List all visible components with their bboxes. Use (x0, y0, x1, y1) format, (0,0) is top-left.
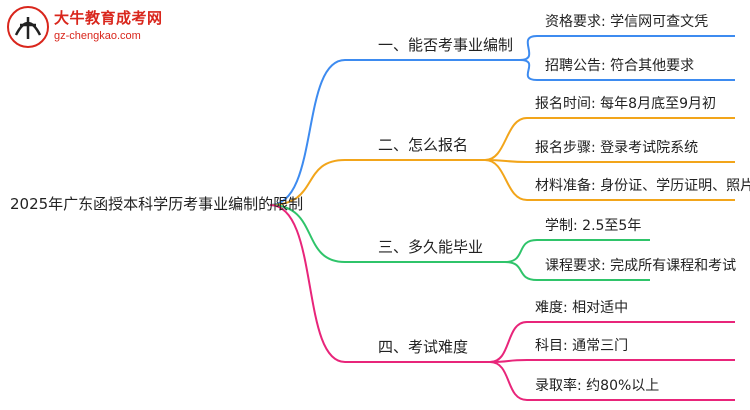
branch-topic: 三、多久能毕业 (378, 238, 483, 256)
branch-topic: 一、能否考事业编制 (378, 36, 513, 54)
branch-connector (269, 204, 346, 263)
leaf-topic: 材料准备: 身份证、学历证明、照片 (535, 177, 750, 194)
root-topic: 2025年广东函授本科学历考事业编制的限制 (10, 195, 303, 213)
leaf-connector (489, 321, 528, 363)
leaf-topic: 报名步骤: 登录考试院系统 (535, 140, 698, 156)
leaf-connector (484, 159, 528, 201)
branch-connector (269, 59, 346, 206)
mind-map-edges (269, 35, 735, 401)
leaf-connector (504, 239, 538, 263)
logo-url: gz-chengkao.com (54, 30, 141, 42)
leaf-topic: 课程要求: 完成所有课程和考试 (545, 258, 736, 274)
leaf-topic: 资格要求: 学信网可查文凭 (545, 14, 708, 30)
site-logo[interactable]: 大牛教育成考网 gz-chengkao.com (6, 5, 162, 49)
branch-topic: 二、怎么报名 (378, 136, 468, 154)
leaf-connector (489, 361, 528, 401)
branch-topic: 四、考试难度 (378, 338, 468, 356)
leaf-connector (484, 117, 528, 161)
leaf-topic: 录取率: 约80%以上 (535, 377, 659, 394)
logo-title: 大牛教育成考网 (54, 9, 163, 27)
leaf-topic: 难度: 相对适中 (535, 300, 628, 316)
leaf-topic: 学制: 2.5至5年 (545, 218, 641, 234)
leaf-topic: 招聘公告: 符合其他要求 (545, 58, 694, 74)
logo-mark-icon (7, 6, 49, 48)
leaf-connector (519, 35, 538, 61)
leaf-topic: 报名时间: 每年8月底至9月初 (535, 95, 716, 112)
branch-connector (269, 204, 346, 363)
leaf-topic: 科目: 通常三门 (535, 338, 628, 354)
leaf-connector (519, 59, 538, 81)
branch-connector (269, 159, 346, 206)
leaf-connector (504, 261, 538, 281)
